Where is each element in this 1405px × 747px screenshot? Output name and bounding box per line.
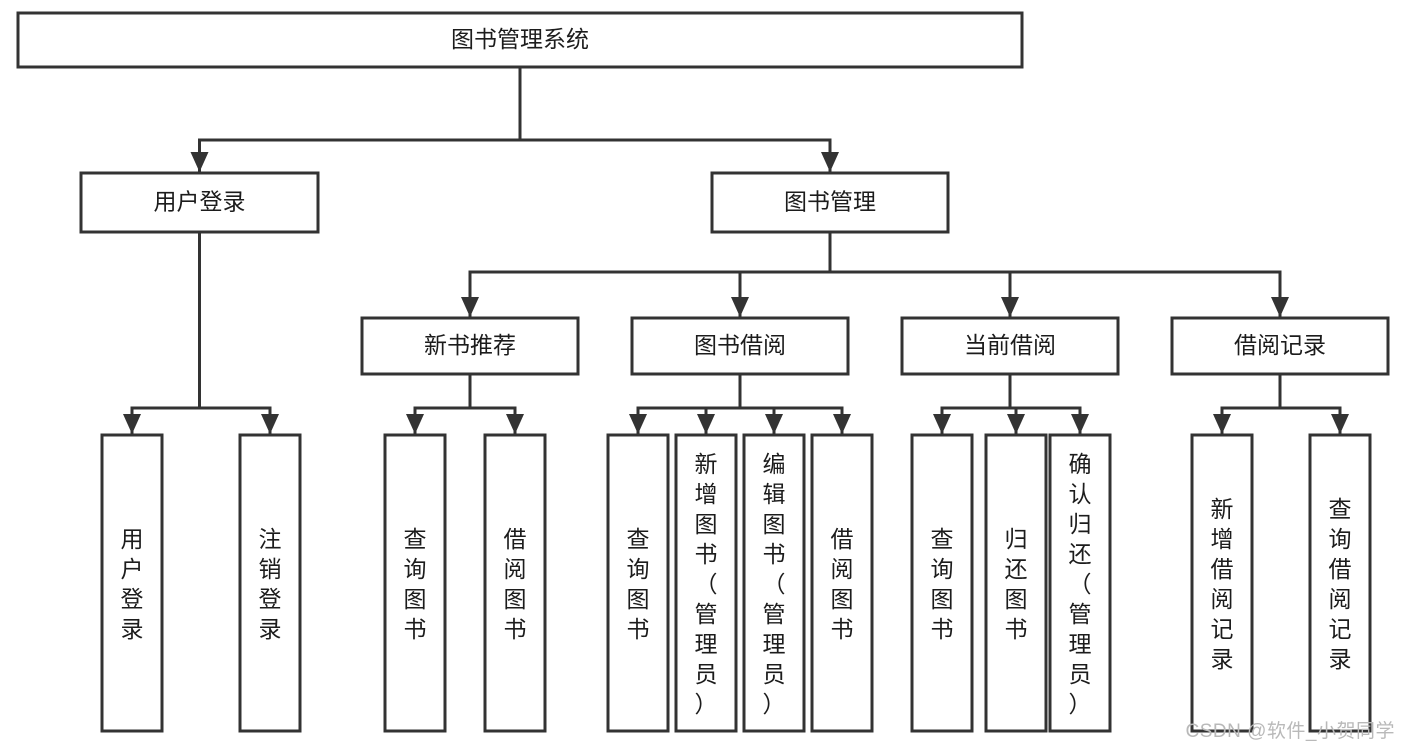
node-box-leaf-query-book-current xyxy=(910,433,974,733)
node-label-leaf-query-book-current: 查询图书 xyxy=(931,526,954,642)
arrow-head-icon xyxy=(1271,297,1289,317)
node-label-leaf-confirm-return-admin: 确认归还（管理员） xyxy=(1069,451,1092,717)
node-box-leaf-user-logout xyxy=(238,433,302,733)
arrow-head-icon xyxy=(821,152,839,172)
node-label-new-book-recommend: 新书推荐 xyxy=(424,332,516,358)
arrow-head-icon xyxy=(697,414,715,434)
node-label-borrow-record: 借阅记录 xyxy=(1234,332,1326,358)
node-box-leaf-add-borrow-record xyxy=(1190,433,1254,733)
node-label-leaf-borrow-book-recommend: 借阅图书 xyxy=(504,526,527,642)
node-box-leaf-query-borrow-record xyxy=(1308,433,1372,733)
node-box-leaf-edit-book-admin xyxy=(742,433,806,733)
watermark-label: CSDN @软件_小贺同学 xyxy=(1185,721,1395,742)
connector-layer xyxy=(123,65,1349,435)
node-current-borrow[interactable]: 当前借阅 xyxy=(900,316,1120,376)
node-book-manage[interactable]: 图书管理 xyxy=(710,171,950,234)
node-leaf-query-book-borrow[interactable]: 查询图书 xyxy=(606,433,670,733)
node-leaf-user-logout[interactable]: 注销登录 xyxy=(238,433,302,733)
node-label-leaf-borrow-book: 借阅图书 xyxy=(831,526,854,642)
node-box-leaf-query-book-recommend xyxy=(383,433,447,733)
arrow-head-icon xyxy=(765,414,783,434)
arrow-head-icon xyxy=(933,414,951,434)
node-label-leaf-add-borrow-record: 新增借阅记录 xyxy=(1211,496,1234,672)
arrow-head-icon xyxy=(1007,414,1025,434)
arrow-head-icon xyxy=(1213,414,1231,434)
arrow-head-icon xyxy=(1001,297,1019,317)
node-box-leaf-query-book-borrow xyxy=(606,433,670,733)
node-label-root: 图书管理系统 xyxy=(451,26,589,52)
node-box-book-borrow xyxy=(630,316,850,376)
arrow-head-icon xyxy=(461,297,479,317)
node-user-login[interactable]: 用户登录 xyxy=(79,171,320,234)
node-label-book-manage: 图书管理 xyxy=(784,189,876,215)
node-label-book-borrow: 图书借阅 xyxy=(694,332,786,358)
node-layer: 图书管理系统用户登录图书管理新书推荐图书借阅当前借阅借阅记录用户登录注销登录查询… xyxy=(16,11,1390,733)
node-label-leaf-user-logout: 注销登录 xyxy=(259,526,282,642)
node-label-leaf-query-book-borrow: 查询图书 xyxy=(627,526,650,642)
node-box-user-login xyxy=(79,171,320,234)
node-label-user-login: 用户登录 xyxy=(154,189,246,215)
node-leaf-edit-book-admin[interactable]: 编辑图书（管理员） xyxy=(742,433,806,733)
node-box-book-manage xyxy=(710,171,950,234)
node-leaf-borrow-book-recommend[interactable]: 借阅图书 xyxy=(483,433,547,733)
node-box-borrow-record xyxy=(1170,316,1390,376)
node-box-leaf-user-login xyxy=(100,433,164,733)
arrow-head-icon xyxy=(833,414,851,434)
node-leaf-user-login[interactable]: 用户登录 xyxy=(100,433,164,733)
node-leaf-add-book-admin[interactable]: 新增图书（管理员） xyxy=(674,433,738,733)
node-box-current-borrow xyxy=(900,316,1120,376)
node-box-new-book-recommend xyxy=(360,316,580,376)
node-box-leaf-add-book-admin xyxy=(674,433,738,733)
arrow-head-icon xyxy=(506,414,524,434)
node-leaf-query-borrow-record[interactable]: 查询借阅记录 xyxy=(1308,433,1372,733)
node-borrow-record[interactable]: 借阅记录 xyxy=(1170,316,1390,376)
node-box-leaf-return-book xyxy=(984,433,1048,733)
arrow-head-icon xyxy=(1331,414,1349,434)
node-leaf-return-book[interactable]: 归还图书 xyxy=(984,433,1048,733)
arrow-head-icon xyxy=(1071,414,1089,434)
node-leaf-query-book-current[interactable]: 查询图书 xyxy=(910,433,974,733)
node-label-leaf-add-book-admin: 新增图书（管理员） xyxy=(695,451,718,717)
node-label-leaf-query-book-recommend: 查询图书 xyxy=(404,526,427,642)
node-label-leaf-return-book: 归还图书 xyxy=(1005,526,1028,642)
arrow-head-icon xyxy=(261,414,279,434)
node-book-borrow[interactable]: 图书借阅 xyxy=(630,316,850,376)
arrow-head-icon xyxy=(629,414,647,434)
node-label-leaf-query-borrow-record: 查询借阅记录 xyxy=(1329,496,1352,672)
node-label-current-borrow: 当前借阅 xyxy=(964,332,1056,358)
arrow-head-icon xyxy=(406,414,424,434)
node-box-leaf-borrow-book-recommend xyxy=(483,433,547,733)
node-leaf-borrow-book[interactable]: 借阅图书 xyxy=(810,433,874,733)
node-new-book-recommend[interactable]: 新书推荐 xyxy=(360,316,580,376)
node-box-leaf-confirm-return-admin xyxy=(1048,433,1112,733)
arrow-head-icon xyxy=(190,152,209,172)
arrow-head-icon xyxy=(731,297,749,317)
node-leaf-query-book-recommend[interactable]: 查询图书 xyxy=(383,433,447,733)
node-label-leaf-user-login: 用户登录 xyxy=(121,526,144,642)
node-leaf-add-borrow-record[interactable]: 新增借阅记录 xyxy=(1190,433,1254,733)
node-label-leaf-edit-book-admin: 编辑图书（管理员） xyxy=(763,451,786,717)
node-leaf-confirm-return-admin[interactable]: 确认归还（管理员） xyxy=(1048,433,1112,733)
node-box-leaf-borrow-book xyxy=(810,433,874,733)
node-root[interactable]: 图书管理系统 xyxy=(16,11,1024,69)
node-box-root xyxy=(16,11,1024,69)
arrow-head-icon xyxy=(123,414,141,434)
